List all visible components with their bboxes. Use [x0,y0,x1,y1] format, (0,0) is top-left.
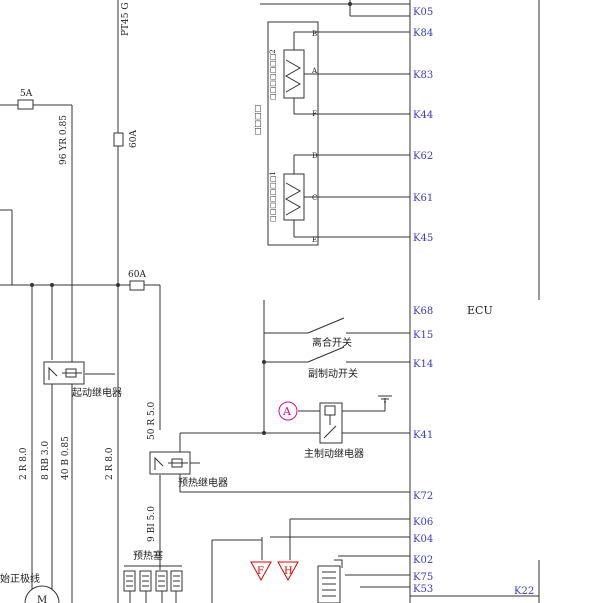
pin-k84: K84 [413,28,433,39]
marker-a-icon [278,401,298,421]
warning-f-label: F [257,566,264,577]
preheat-relay-switch-icon [154,456,188,470]
pin-k06: K06 [413,517,433,528]
main-brake-relay-label: 主制动继电器 [304,447,364,460]
left-wires [0,0,161,603]
preheat-relay-wires [179,432,410,493]
preheat-plug-coils [124,565,182,603]
start-relay-switch-icon [48,366,82,380]
preheat-plug-label: 预热塞 [133,549,163,562]
wire-r50: 50 R 5.0 [147,401,157,440]
pin-k02: K02 [413,555,433,566]
fuse-60a-h-icon [129,280,145,291]
sensor-block-label: □□□□ [253,105,262,135]
fuse-5a-label: 5A [20,89,33,99]
wire-bl: 9 BI 5.0 [147,506,157,542]
pin-k41: K41 [413,430,433,441]
warning-f-icon [250,561,272,582]
clutch-switch-icon [307,317,345,334]
wire-rr1: 2 R 8.0 [19,447,29,480]
fuse-60a-v-label: 60A [129,130,139,148]
marker-a-label: A [282,405,292,418]
pin-k05: K05 [413,7,433,18]
pin-k44: K44 [413,110,433,121]
sensor-pin-a: A [311,67,318,75]
fuse-60a-v-icon [113,132,124,147]
ground-icon [378,395,392,403]
pin-k22: K22 [514,586,534,597]
pin-k04: K04 [413,534,433,545]
sensor1-label: □□□□□□□1 [269,171,277,222]
positive-line-label: 始正极线 [0,572,40,585]
top-wires [260,0,410,17]
wire-rr2: 2 R 8.0 [105,447,115,480]
junction-dots [30,283,120,287]
wire-rb: 8 RB 3.0 [41,441,51,480]
preheat-relay-label: 预热继电器 [178,476,228,489]
wire-pt45: PT45 G 6 [121,0,131,36]
junction-dot [262,360,266,364]
bottom-wires [211,518,539,603]
sensor1-box [283,173,305,221]
warning-h-label: H [284,566,293,577]
connector-detail-icon [322,559,343,597]
sensor2-resistor-icon [284,59,302,93]
sensor-pin-f: F [312,110,317,118]
pin-k61: K61 [413,193,433,204]
ecu-boundary [409,0,540,603]
pin-k68: K68 [413,306,433,317]
brake-switch2-label: 副制动开关 [308,367,358,380]
motor-icon [24,585,60,603]
main-brake-relay-box [319,402,343,444]
wire-b: 40 B 0.85 [61,436,71,480]
sensor-pin-c: C [312,194,317,202]
brake-switch2-icon [307,346,345,363]
ecu-label: ECU [467,304,493,317]
junction-dot [262,431,266,435]
fuse-5a-icon [17,99,34,110]
sensor1-resistor-icon [284,182,302,216]
junction-dot [348,2,352,6]
sensor-pin-d: D [312,152,318,160]
pin-k75: K75 [413,572,433,583]
pin-k14: K14 [413,359,433,370]
pin-k83: K83 [413,70,433,81]
sensor2-label: □□□□□□□2 [269,49,277,100]
pin-k53: K53 [413,584,433,595]
pin-k62: K62 [413,151,433,162]
switch-wires [263,300,410,434]
sensor-pin-e: E [312,236,317,244]
pin-k15: K15 [413,330,433,341]
start-relay-label: 起动继电器 [72,386,122,399]
fuse-60a-h-label: 60A [128,270,146,280]
sensor2-box [283,49,305,99]
motor-label: M [37,595,47,603]
main-brake-relay-switch-icon [323,405,337,439]
pin-k45: K45 [413,233,433,244]
sensor-block [267,21,319,246]
pin-k72: K72 [413,491,433,502]
sensor-internal-wiring [293,31,410,238]
wire-yr: 96 YR 0.85 [59,115,69,165]
clutch-switch-label: 离合开关 [312,336,352,349]
sensor-pin-b: B [312,30,317,38]
warning-h-icon [277,561,299,582]
